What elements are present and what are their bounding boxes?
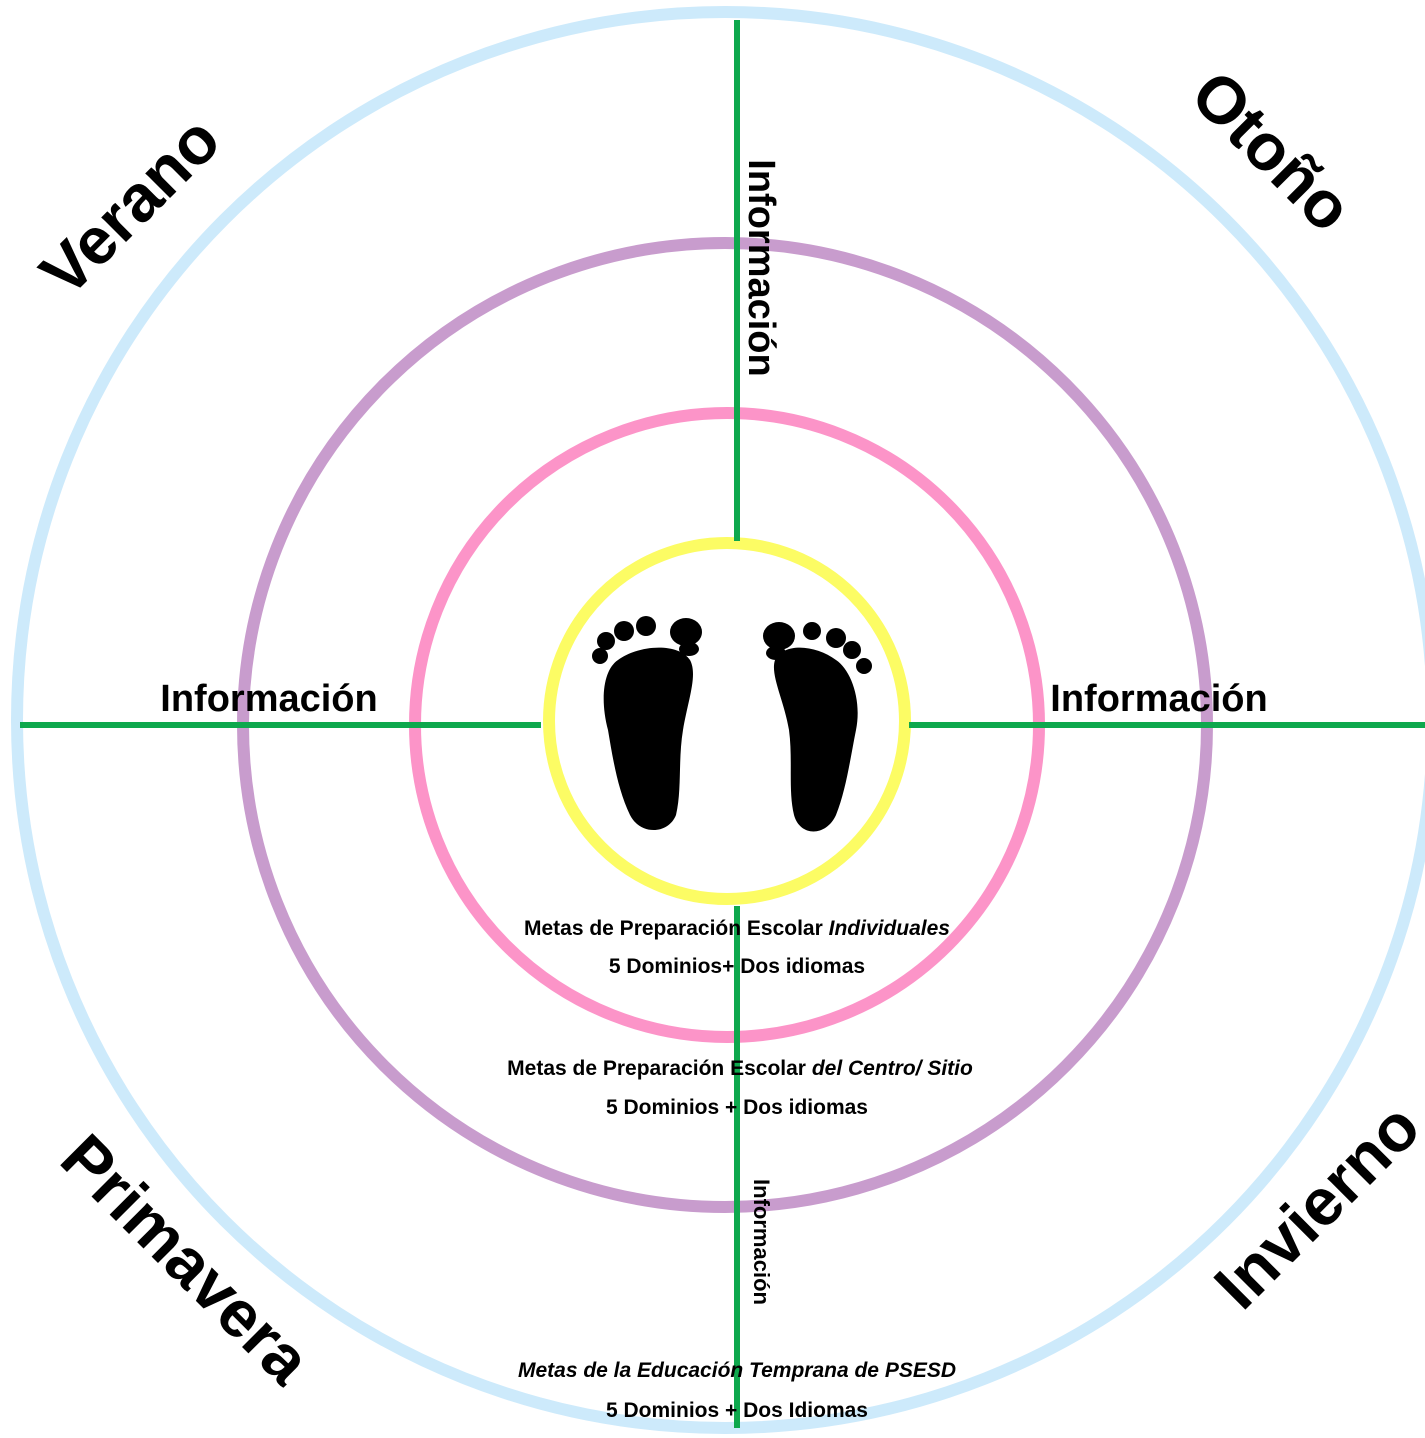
middle-ring-subtitle: 5 Dominios + Dos idiomas: [606, 1096, 868, 1119]
right-foot-icon: [763, 622, 872, 832]
info-label-right: Información: [1050, 678, 1267, 720]
info-label-top: Información: [740, 159, 782, 376]
outer-ring-title: Metas de la Educación Temprana de PSESD: [518, 1359, 956, 1382]
outer-ring: [11, 6, 1425, 1434]
inner-ring-title-prefix: Metas de Preparación Escolar: [524, 917, 829, 940]
footprints-icon: [592, 616, 872, 832]
middle-ring-title: Metas de Preparación Escolar del Centro/…: [507, 1057, 973, 1080]
season-label-primavera: Primavera: [47, 1120, 326, 1399]
info-label-left: Información: [160, 678, 377, 720]
info-label-bottom: Información: [749, 1179, 774, 1305]
season-label-verano: Verano: [26, 102, 234, 310]
outer-ring-subtitle: 5 Dominios + Dos Idiomas: [606, 1399, 868, 1422]
inner-ring-title-emphasis: Individuales: [829, 917, 950, 940]
inner-ring-title: Metas de Preparación Escolar Individuale…: [524, 917, 950, 940]
middle-ring-title-prefix: Metas de Preparación Escolar: [507, 1057, 812, 1080]
center-ring: [543, 537, 911, 905]
inner-ring-subtitle: 5 Dominios+ Dos idiomas: [609, 955, 865, 978]
middle-ring-title-emphasis: del Centro/ Sitio: [812, 1057, 973, 1080]
season-label-otono: Otoño: [1177, 56, 1367, 246]
left-foot-icon: [592, 616, 702, 830]
